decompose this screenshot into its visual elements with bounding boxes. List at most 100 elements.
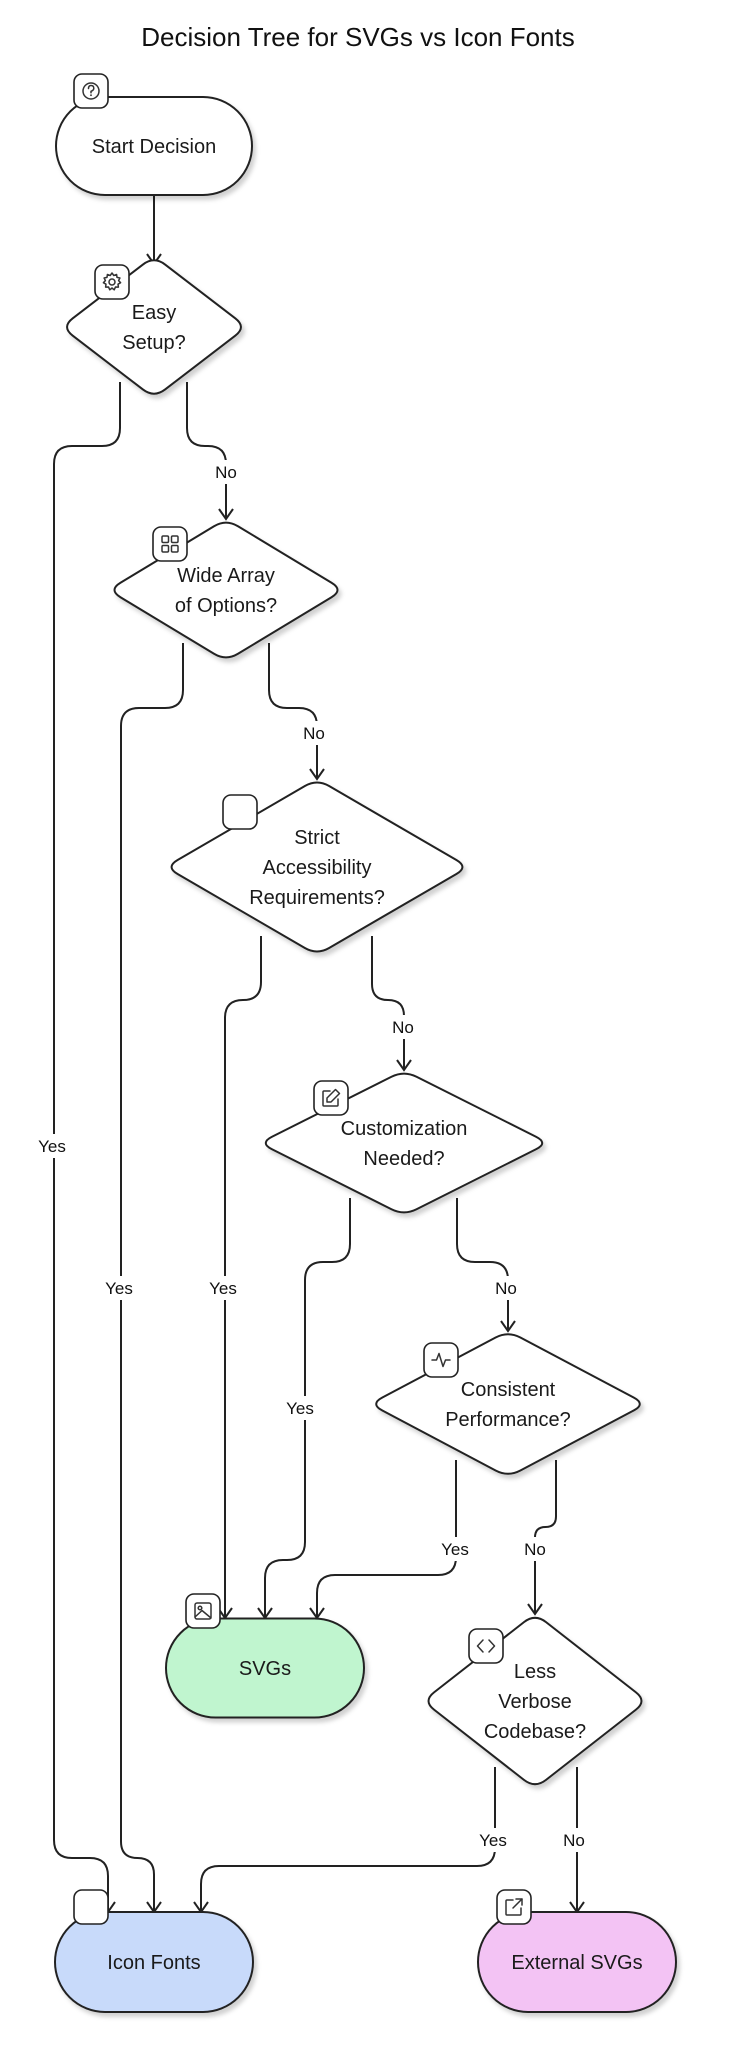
node-label-line: Requirements? — [249, 887, 385, 909]
edge-wide_array-to-accessibility: No — [268, 643, 330, 781]
edge-label: Yes — [479, 1831, 507, 1850]
node-label-line: Icon Fonts — [107, 1952, 200, 1974]
edge-line — [186, 382, 227, 519]
edge-line — [316, 1460, 457, 1618]
node-shape — [375, 1333, 641, 1475]
blank-icon — [73, 1889, 109, 1925]
edge-line — [456, 1198, 509, 1331]
node-shape — [113, 521, 339, 659]
edge-label-bg — [36, 1134, 68, 1158]
node-label-line: Easy — [132, 302, 176, 324]
node-wide-array: Wide Array of Options? — [113, 521, 339, 659]
edge-label: Yes — [105, 1279, 133, 1298]
node-shape — [477, 1911, 677, 2013]
arrowhead — [527, 1603, 543, 1616]
node-label-line: Codebase? — [484, 1721, 586, 1743]
edge-customization-to-performance: No — [456, 1198, 522, 1333]
edge-label: No — [215, 463, 237, 482]
blank-icon — [222, 794, 258, 830]
edge-accessibility-to-customization: No — [371, 936, 419, 1072]
edge-label-bg — [298, 721, 330, 745]
edge-label-bg — [207, 1276, 239, 1300]
edge-label: Yes — [209, 1279, 237, 1298]
edge-codebase-to-icon_fonts: Yes — [193, 1767, 509, 1914]
node-external-svgs: External SVGs — [477, 1889, 677, 2013]
edge-line — [534, 1460, 557, 1614]
edge-label-bg — [519, 1537, 551, 1561]
node-label-line: Verbose — [498, 1691, 571, 1713]
arrowhead — [396, 1059, 412, 1072]
edge-line — [268, 643, 318, 779]
node-label-line: SVGs — [239, 1658, 291, 1680]
edge-label-bg — [490, 1276, 522, 1300]
edge-line — [224, 936, 262, 1618]
activity-icon — [423, 1342, 459, 1378]
edge-easy_setup-to-wide_array: No — [186, 382, 242, 521]
node-label-line: Accessibility — [263, 857, 372, 879]
edge-performance-to-codebase: No — [519, 1460, 557, 1616]
edge-label-bg — [439, 1537, 471, 1561]
edge-label-bg — [387, 1015, 419, 1039]
node-shape — [54, 1911, 254, 2013]
edge-label: Yes — [441, 1540, 469, 1559]
edge-label: No — [392, 1018, 414, 1037]
external-link-icon — [496, 1889, 532, 1925]
diagram-title: Decision Tree for SVGs vs Icon Fonts — [141, 22, 575, 52]
node-label-line: Setup? — [122, 332, 185, 354]
edge-label: No — [563, 1831, 585, 1850]
node-label-line: of Options? — [175, 595, 277, 617]
arrowhead — [218, 508, 234, 521]
node-shape — [264, 1072, 544, 1214]
edge-performance-to-svgs: Yes — [309, 1460, 471, 1620]
node-label-line: Needed? — [363, 1148, 444, 1170]
edge-label: Yes — [38, 1137, 66, 1156]
node-label-line: Start Decision — [92, 136, 217, 158]
edge-line — [371, 936, 405, 1070]
node-label-line: Less — [514, 1661, 556, 1683]
edge-line — [200, 1767, 496, 1912]
node-icon-fonts: Icon Fonts — [54, 1889, 254, 2013]
arrowhead — [500, 1320, 516, 1333]
node-label-line: Customization — [341, 1118, 468, 1140]
edge-label-bg — [210, 460, 242, 484]
edge-customization-to-svgs: Yes — [257, 1198, 351, 1620]
grid-icon — [152, 526, 188, 562]
node-svgs: SVGs — [165, 1593, 365, 1719]
node-start: Start Decision — [55, 73, 253, 196]
node-shape — [55, 96, 253, 196]
gear-icon — [94, 264, 130, 300]
edge-easy_setup-to-icon_fonts: Yes — [36, 382, 121, 1914]
node-label-line: Performance? — [445, 1409, 571, 1431]
edge-label: No — [524, 1540, 546, 1559]
edge-label: No — [495, 1279, 517, 1298]
node-label-line: Consistent — [461, 1379, 556, 1401]
image-icon — [185, 1593, 221, 1629]
node-label-line: Strict — [294, 827, 340, 849]
edge-accessibility-to-svgs: Yes — [207, 936, 262, 1620]
node-shape — [165, 1617, 365, 1719]
arrowhead — [309, 768, 325, 781]
edge-wide_array-to-icon_fonts: Yes — [103, 643, 184, 1914]
node-label-line: External SVGs — [511, 1952, 642, 1974]
edge-label: No — [303, 724, 325, 743]
code-icon — [468, 1628, 504, 1664]
edge-label-bg — [103, 1276, 135, 1300]
edge-label-bg — [284, 1396, 316, 1420]
edit-icon — [313, 1080, 349, 1116]
edge-label: Yes — [286, 1399, 314, 1418]
help-circle-icon — [73, 73, 109, 109]
edge-start-to-easy_setup — [146, 195, 162, 266]
edge-label-bg — [558, 1828, 590, 1852]
edge-label-bg — [477, 1828, 509, 1852]
node-shape — [66, 259, 242, 395]
edge-codebase-to-external_svgs: No — [558, 1767, 590, 1914]
node-label-line: Wide Array — [177, 565, 275, 587]
